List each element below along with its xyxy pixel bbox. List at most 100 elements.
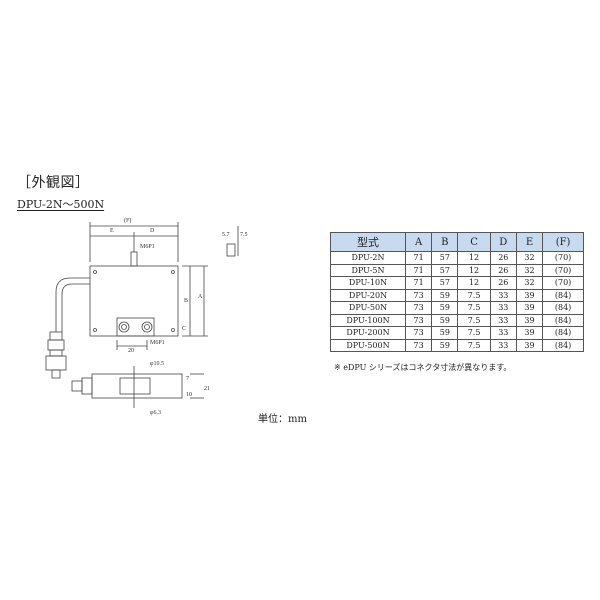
cell-a: 73 — [404, 313, 433, 327]
cell-model: DPU-20N — [330, 288, 406, 302]
cell-e: 39 — [515, 288, 544, 302]
top-view-body — [89, 265, 179, 337]
header-f: (F) — [542, 232, 584, 252]
cell-model: DPU-200N — [330, 326, 406, 340]
spec-table-header-row: 型式 A B C D E (F) — [330, 232, 584, 252]
label-phi-6-3: φ6.3 — [150, 410, 161, 416]
side-detail — [226, 243, 236, 257]
header-a: A — [404, 232, 433, 252]
table-row: DPU-5N 71 57 12 26 32 (70) — [330, 263, 584, 277]
cell-e: 39 — [515, 326, 544, 340]
header-e: E — [515, 232, 544, 252]
cable — [55, 277, 90, 332]
cell-model: DPU-10N — [330, 276, 406, 290]
cell-d: 26 — [489, 276, 517, 290]
footnote: ※ eDPU シリーズはコネクタ寸法が異なります。 — [334, 363, 512, 372]
cell-d: 26 — [489, 251, 517, 265]
cell-model: DPU-50N — [330, 301, 406, 315]
connector-top — [49, 331, 63, 341]
cell-c: 7.5 — [457, 301, 491, 315]
cell-c: 12 — [457, 276, 491, 290]
header-d: D — [489, 232, 517, 252]
model-title: DPU-2N～500N — [17, 198, 105, 211]
cell-f: (70) — [542, 251, 584, 265]
cell-a: 71 — [404, 276, 433, 290]
section-title: ［外観図］ — [17, 175, 90, 191]
label-10: 10 — [186, 392, 192, 398]
label-m6p1-bottom: M6P1 — [150, 340, 165, 346]
cell-e: 39 — [515, 301, 544, 315]
cell-b: 57 — [431, 263, 459, 277]
cell-d: 33 — [489, 313, 517, 327]
table-row: DPU-500N 73 59 7.5 33 39 (84) — [330, 338, 584, 352]
cell-a: 71 — [404, 263, 433, 277]
label-a: A — [198, 294, 203, 300]
label-m6p1-top: M6P1 — [140, 244, 155, 250]
cell-b: 59 — [431, 313, 459, 327]
label-phi-10-5: φ10.5 — [150, 361, 164, 367]
cell-a: 73 — [404, 301, 433, 315]
cell-c: 12 — [457, 251, 491, 265]
cell-c: 12 — [457, 263, 491, 277]
cell-c: 7.5 — [457, 288, 491, 302]
cell-e: 39 — [515, 338, 544, 352]
table-row: DPU-10N 71 57 12 26 32 (70) — [330, 276, 584, 290]
cell-d: 33 — [489, 338, 517, 352]
label-21: 21 — [204, 386, 210, 392]
cell-a: 71 — [404, 251, 433, 265]
unit-note: 単位：mm — [258, 414, 307, 425]
cell-b: 57 — [431, 251, 459, 265]
cell-c: 7.5 — [457, 326, 491, 340]
cell-e: 32 — [515, 276, 544, 290]
cell-model: DPU-2N — [330, 251, 406, 265]
table-row: DPU-50N 73 59 7.5 33 39 (84) — [330, 301, 584, 315]
cell-a: 73 — [404, 288, 433, 302]
top-stem — [130, 251, 138, 267]
label-e: E — [110, 228, 114, 234]
cell-b: 59 — [431, 301, 459, 315]
table-row: DPU-200N 73 59 7.5 33 39 (84) — [330, 326, 584, 340]
label-5-7: 5.7 — [222, 232, 230, 238]
cell-c: 7.5 — [457, 313, 491, 327]
label-d: D — [150, 228, 155, 234]
cell-e: 39 — [515, 313, 544, 327]
label-7: 7 — [186, 376, 189, 382]
cell-b: 59 — [431, 288, 459, 302]
table-row: DPU-100N 73 59 7.5 33 39 (84) — [330, 313, 584, 327]
spec-table: 型式 A B C D E (F) DPU-2N 71 57 12 26 32 (… — [330, 232, 584, 352]
cell-model: DPU-5N — [330, 263, 406, 277]
screw-left — [118, 321, 130, 333]
cell-f: (70) — [542, 276, 584, 290]
label-c: C — [182, 326, 186, 332]
cell-d: 33 — [489, 326, 517, 340]
label-7-5: 7.5 — [240, 232, 248, 238]
header-b: B — [431, 232, 459, 252]
cell-f: (84) — [542, 326, 584, 340]
cell-f: (84) — [542, 313, 584, 327]
label-b: B — [184, 298, 188, 304]
cell-model: DPU-500N — [330, 338, 406, 352]
header-model: 型式 — [330, 232, 406, 252]
cell-f: (84) — [542, 288, 584, 302]
cell-f: (84) — [542, 338, 584, 352]
cell-d: 26 — [489, 263, 517, 277]
label-f: (F) — [124, 217, 131, 224]
cell-model: DPU-100N — [330, 313, 406, 327]
header-c: C — [457, 232, 491, 252]
cell-f: (84) — [542, 301, 584, 315]
cell-b: 57 — [431, 276, 459, 290]
cell-b: 59 — [431, 326, 459, 340]
cell-e: 32 — [515, 251, 544, 265]
table-row: DPU-2N 71 57 12 26 32 (70) — [330, 251, 584, 265]
label-20: 20 — [128, 348, 134, 354]
cell-a: 73 — [404, 326, 433, 340]
cell-b: 59 — [431, 338, 459, 352]
cell-e: 32 — [515, 263, 544, 277]
cell-d: 33 — [489, 301, 517, 315]
outline-drawing: (F) E D M6P1 B A C 20 M6P1 φ10.5 φ6.3 7 … — [45, 217, 248, 416]
cell-d: 33 — [489, 288, 517, 302]
table-row: DPU-20N 73 59 7.5 33 39 (84) — [330, 288, 584, 302]
cell-f: (70) — [542, 263, 584, 277]
connector-body — [45, 355, 67, 371]
screw-right — [141, 321, 153, 333]
